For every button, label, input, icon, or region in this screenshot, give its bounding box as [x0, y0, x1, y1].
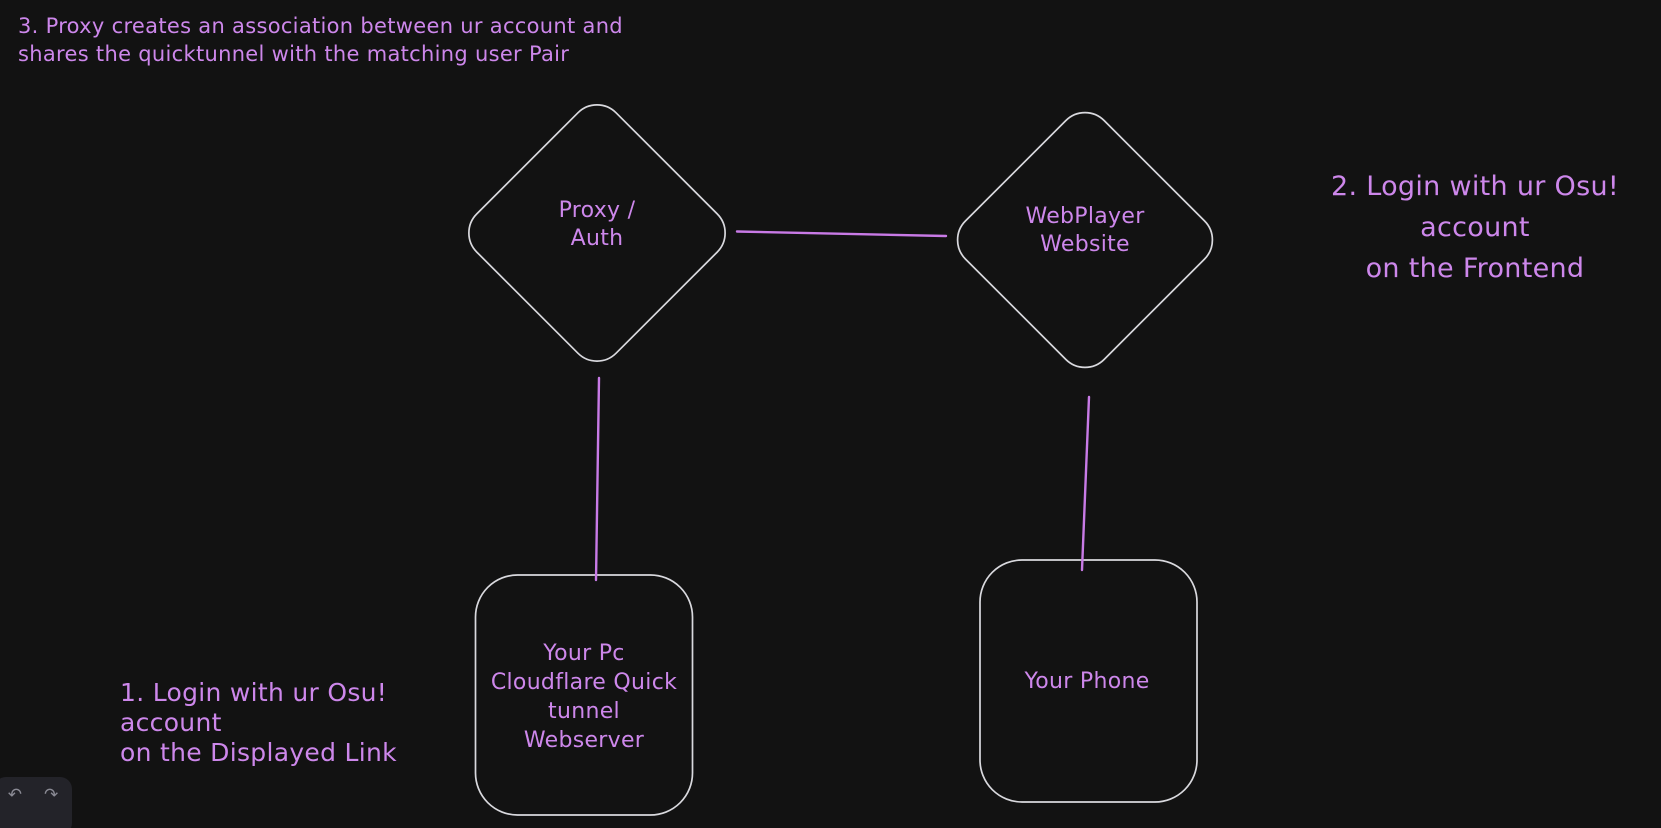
pc-webserver-box[interactable] [474, 574, 694, 816]
connector-webplayer-to-phone[interactable] [1080, 395, 1091, 572]
pc-webserver-label[interactable]: Your Pc Cloudflare Quick tunnel Webserve… [490, 641, 678, 753]
annotation-step-2[interactable]: 2. Login with ur Osu! account on the Fro… [1331, 171, 1619, 284]
undo-icon: ↶ [7, 785, 22, 805]
annotation-step-3[interactable]: 3. Proxy creates an association between … [18, 14, 623, 66]
proxy-auth-diamond[interactable] [458, 94, 737, 373]
undo-button[interactable]: ↶ [4, 785, 26, 806]
webplayer-diamond[interactable] [946, 101, 1223, 378]
phone-box[interactable] [979, 559, 1198, 803]
phone-label[interactable]: Your Phone [1024, 669, 1150, 694]
connector-proxy-to-pc[interactable] [594, 376, 601, 582]
redo-icon: ↷ [44, 785, 59, 805]
redo-button[interactable]: ↷ [40, 785, 62, 806]
annotation-step-1[interactable]: 1. Login with ur Osu! account on the Dis… [120, 678, 397, 767]
connector-proxy-to-webplayer[interactable] [735, 230, 948, 238]
undo-redo-panel: ↶ ↷ [0, 777, 72, 828]
proxy-auth-label[interactable]: Proxy / Auth [558, 198, 636, 251]
webplayer-website-label[interactable]: WebPlayer Website [1025, 204, 1145, 257]
